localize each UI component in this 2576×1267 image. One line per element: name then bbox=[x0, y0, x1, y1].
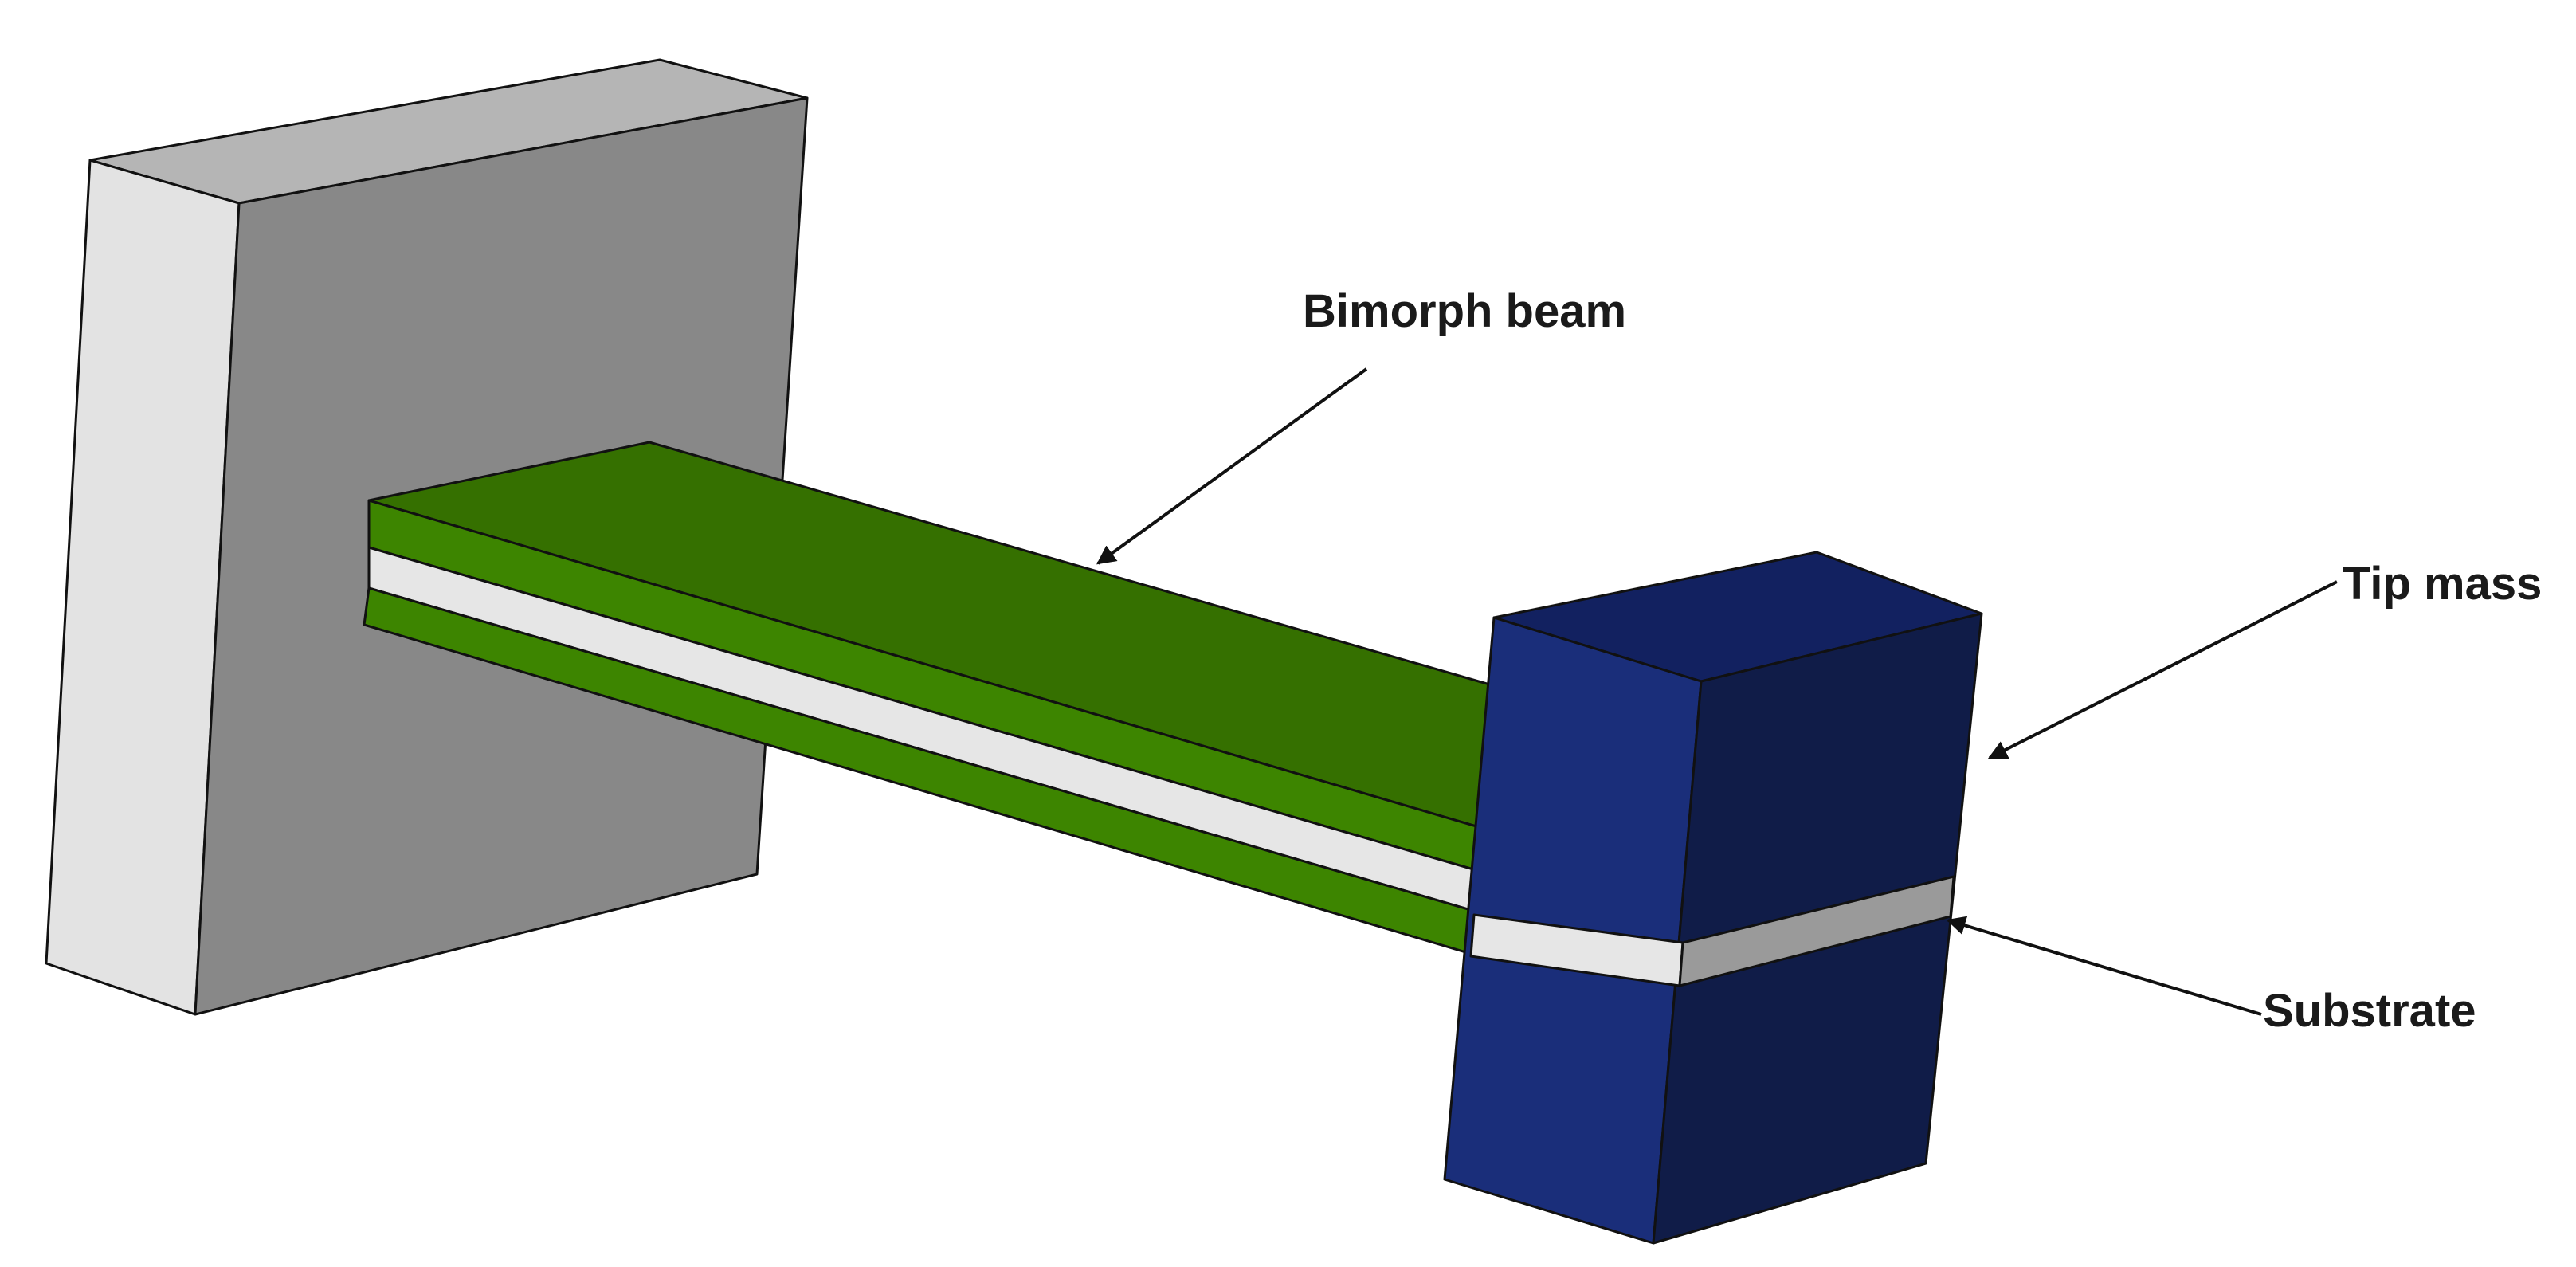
bimorph-beam bbox=[363, 441, 1500, 963]
tip-mass-label: Tip mass bbox=[2343, 558, 2542, 610]
tip-mass bbox=[1443, 551, 1983, 1245]
tip-mass-arrow bbox=[1987, 580, 2338, 759]
bimorph-beam-arrow bbox=[1096, 367, 1368, 565]
substrate-arrow bbox=[1946, 916, 2262, 1016]
bimorph-beam-label: Bimorph beam bbox=[1303, 285, 1626, 337]
substrate-label: Substrate bbox=[2263, 985, 2476, 1037]
